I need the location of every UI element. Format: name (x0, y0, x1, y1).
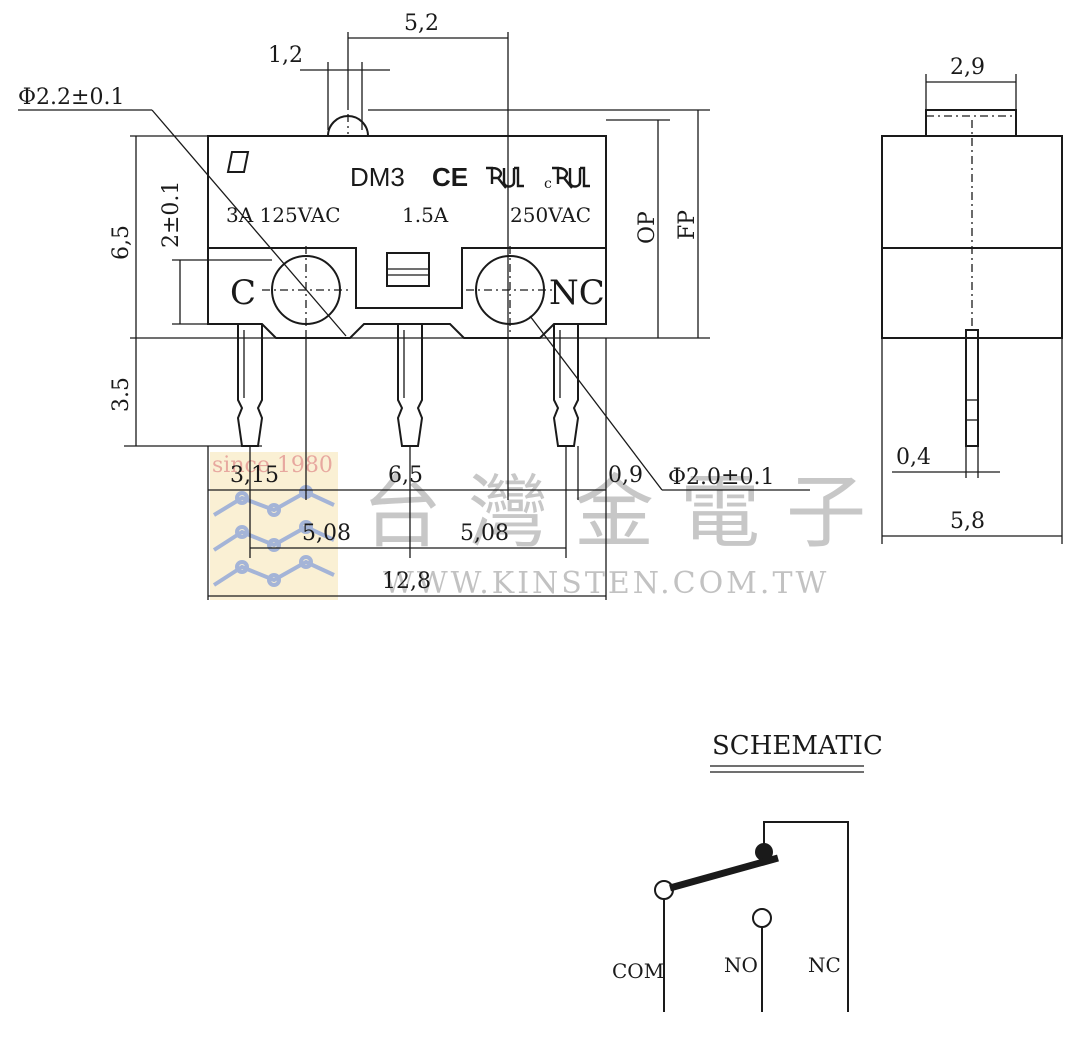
dim-pin-offset-left: 3,15 (230, 463, 279, 488)
ce-mark-icon: CE (432, 162, 468, 192)
dim-hole-height: 2±0.1 (159, 181, 184, 248)
ul-mark-icon (486, 166, 524, 189)
switch-body-lower (207, 248, 607, 339)
dim-op: OP (635, 211, 660, 244)
dim-actuator-offset: 5,2 (404, 11, 439, 36)
terminal-c-label: C (230, 273, 256, 313)
svg-text:c: c (544, 176, 552, 192)
schematic-title: SCHEMATIC (712, 731, 883, 761)
switch-lever (669, 854, 779, 892)
no-label: NO (724, 953, 758, 977)
watermark-url: WWW.KINSTEN.COM.TW (383, 566, 829, 601)
switch-body-upper (207, 135, 607, 309)
com-contact-icon (654, 880, 674, 900)
nc-label: NC (808, 953, 841, 977)
nc-wire (763, 821, 849, 1012)
front-view: DM3 CE c 3A 125VAC 1.5A 250VAC C NC (18, 11, 810, 600)
cul-mark-icon (552, 166, 590, 189)
pin-mid (396, 324, 424, 447)
side-pin (965, 329, 979, 447)
dim-body-height: 6,5 (109, 225, 134, 260)
watermark-company-name: 台灣金電子 (362, 466, 892, 559)
nc-contact-icon (755, 843, 773, 861)
dim-pitch-left: 5,08 (302, 521, 351, 546)
watermark-since: since 1980 (212, 453, 333, 478)
watermark-logo-icon (212, 485, 335, 587)
dim-total-length: 12,8 (382, 569, 431, 594)
rating-right: 250VAC (510, 203, 591, 227)
no-contact-icon (752, 908, 772, 928)
pin-left (236, 324, 264, 447)
model-label: DM3 (350, 162, 405, 192)
schematic: SCHEMATIC COM NO NC (612, 731, 883, 1012)
dim-pin-width: 0,9 (608, 463, 643, 488)
dim-side-body-width: 5,8 (950, 509, 985, 534)
dim-pin-offset-mid: 6,5 (388, 463, 423, 488)
terminal-nc-label: NC (549, 273, 605, 313)
dim-fp: FP (675, 210, 700, 240)
dim-pin-length: 3.5 (109, 377, 134, 412)
dim-hole-bottom: Φ2.0±0.1 (668, 465, 774, 490)
brand-mark-icon (226, 151, 250, 173)
watermark: since 1980 台灣金電子 WWW.KINSTEN.COM.TW (210, 452, 892, 601)
dim-side-pin-thickness: 0,4 (896, 445, 931, 470)
side-actuator (925, 109, 1017, 137)
dim-hole-top: Φ2.2±0.1 (18, 85, 124, 110)
dim-actuator-width: 1,2 (268, 43, 303, 68)
dim-pitch-right: 5,08 (460, 521, 509, 546)
pin-right (552, 324, 580, 447)
com-label: COM (612, 959, 664, 983)
side-view: 2,9 0,4 5,8 (881, 55, 1063, 544)
rating-mid: 1.5A (402, 203, 449, 227)
rating-left: 3A 125VAC (226, 203, 341, 227)
dim-side-actuator-width: 2,9 (950, 55, 985, 80)
